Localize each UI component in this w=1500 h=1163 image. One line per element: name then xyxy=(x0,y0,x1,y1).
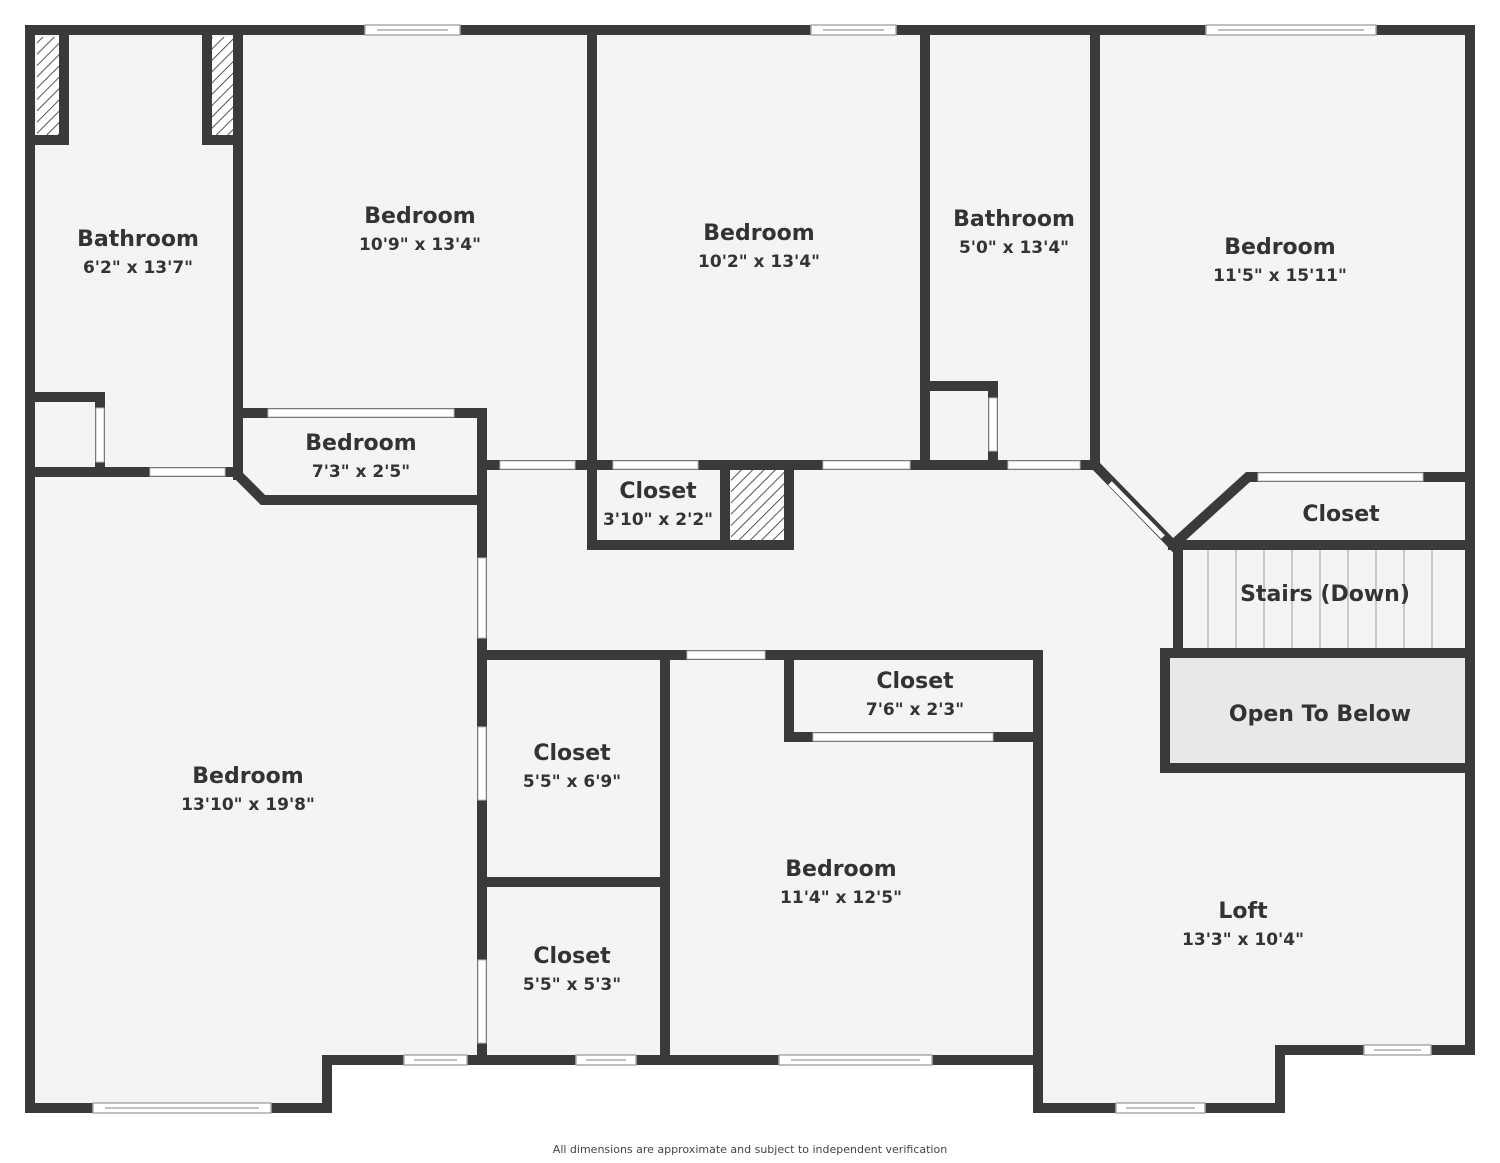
room-dimensions: 7'6" x 2'3" xyxy=(866,700,964,720)
room-dimensions: 10'2" x 13'4" xyxy=(698,252,820,272)
room-closet-2: Closet xyxy=(1302,502,1380,527)
stair-treads xyxy=(1207,550,1433,650)
room-dimensions: 3'10" x 2'2" xyxy=(603,510,713,530)
room-dimensions: 6'2" x 13'7" xyxy=(83,258,193,278)
room-open-to-below: Open To Below xyxy=(1229,702,1411,727)
room-bathroom-2: Bathroom 5'0" x 13'4" xyxy=(953,207,1075,258)
room-bedroom-nook: Bedroom 7'3" x 2'5" xyxy=(305,431,416,482)
room-name: Loft xyxy=(1218,899,1268,924)
room-dimensions: 13'3" x 10'4" xyxy=(1182,930,1304,950)
room-name: Closet xyxy=(1302,502,1380,527)
room-dimensions: 11'4" x 12'5" xyxy=(780,888,902,908)
room-bedroom-main: Bedroom 13'10" x 19'8" xyxy=(181,764,315,815)
room-name: Closet xyxy=(533,741,611,766)
room-name: Bedroom xyxy=(305,431,416,456)
door-openings xyxy=(95,397,1424,1044)
room-name: Bedroom xyxy=(703,221,814,246)
floor-area xyxy=(30,30,1470,1108)
room-closet-5: Closet 7'6" x 2'3" xyxy=(866,669,964,720)
room-bedroom-2: Bedroom 10'2" x 13'4" xyxy=(698,221,820,272)
room-dimensions: 10'9" x 13'4" xyxy=(359,235,481,255)
chase-hatch-2 xyxy=(212,37,234,135)
room-closet-1: Closet 3'10" x 2'2" xyxy=(603,479,713,530)
room-name: Closet xyxy=(876,669,954,694)
room-name: Open To Below xyxy=(1229,702,1411,727)
room-bedroom-3: Bedroom 11'5" x 15'11" xyxy=(1213,235,1347,286)
room-closet-4: Closet 5'5" x 5'3" xyxy=(523,944,621,995)
open-to-below-area xyxy=(1165,653,1470,768)
room-bedroom-1: Bedroom 10'9" x 13'4" xyxy=(359,204,481,255)
room-dimensions: 7'3" x 2'5" xyxy=(312,462,410,482)
room-dimensions: 5'5" x 5'3" xyxy=(523,975,621,995)
room-dimensions: 5'0" x 13'4" xyxy=(959,238,1069,258)
room-name: Bedroom xyxy=(785,857,896,882)
room-name: Bedroom xyxy=(364,204,475,229)
disclaimer-text: All dimensions are approximate and subje… xyxy=(552,1143,948,1156)
room-closet-3: Closet 5'5" x 6'9" xyxy=(523,741,621,792)
room-dimensions: 5'5" x 6'9" xyxy=(523,772,621,792)
room-name: Bathroom xyxy=(953,207,1075,232)
door-opening-diagonal xyxy=(1108,481,1165,539)
room-stairs: Stairs (Down) xyxy=(1240,582,1410,607)
chase-hatch-1 xyxy=(37,37,59,135)
windows xyxy=(92,24,1432,1114)
room-dimensions: 11'5" x 15'11" xyxy=(1213,266,1347,286)
room-loft: Loft 13'3" x 10'4" xyxy=(1182,899,1304,950)
room-name: Closet xyxy=(533,944,611,969)
room-dimensions: 13'10" x 19'8" xyxy=(181,795,315,815)
room-bathroom-1: Bathroom 6'2" x 13'7" xyxy=(77,227,199,278)
room-name: Bedroom xyxy=(192,764,303,789)
room-name: Bedroom xyxy=(1224,235,1335,260)
room-name: Bathroom xyxy=(77,227,199,252)
room-name: Closet xyxy=(619,479,697,504)
room-name: Stairs (Down) xyxy=(1240,582,1410,607)
room-bedroom-4: Bedroom 11'4" x 12'5" xyxy=(780,857,902,908)
chase-hatch-3 xyxy=(731,470,786,542)
